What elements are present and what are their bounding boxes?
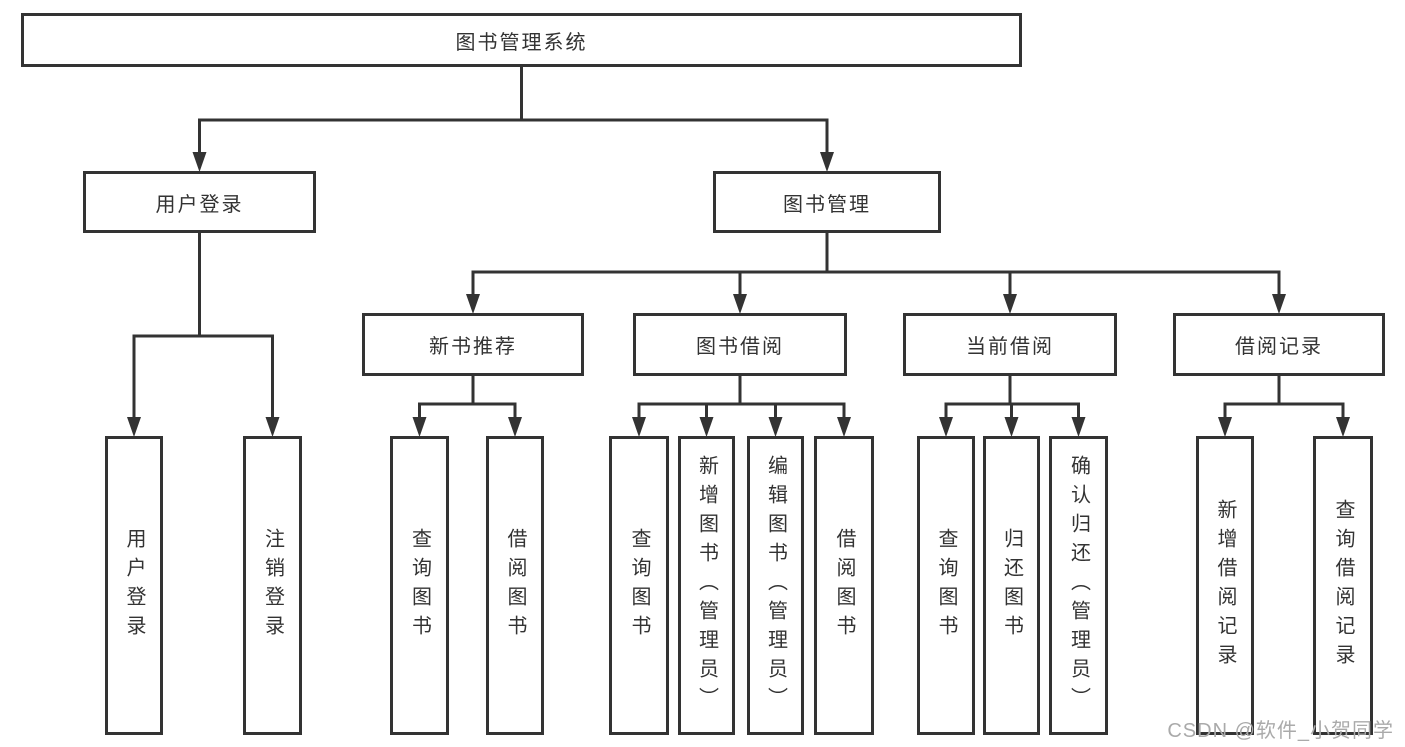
leaf-logout-label: 注销登录 [261,527,284,644]
node-borrow-records-label: 借阅记录 [1235,336,1323,358]
node-current-borrow: 当前借阅 [903,313,1117,376]
node-book-management-label: 图书管理 [783,193,871,216]
leaf-borrow-edit-books-admin: 编辑图书（管理员） [747,436,804,735]
leaf-records-query-borrow-record: 查询借阅记录 [1313,436,1373,735]
leaf-logout: 注销登录 [243,436,302,735]
leaf-recommend-query-books-label: 查询图书 [408,527,431,644]
leaf-borrow-add-books-admin: 新增图书（管理员） [678,436,735,735]
node-user-login: 用户登录 [83,171,316,233]
leaf-records-add-borrow-record-label: 新增借阅记录 [1214,498,1236,673]
leaf-current-confirm-return-admin-label: 确认归还（管理员） [1067,455,1090,716]
leaf-user-login-label: 用户登录 [123,527,145,644]
leaf-current-return-books: 归还图书 [983,436,1040,735]
leaf-borrow-add-books-admin-label: 新增图书（管理员） [695,455,718,716]
node-new-book-recommend-label: 新书推荐 [429,336,517,358]
leaf-current-query-books-label: 查询图书 [935,527,957,644]
node-book-borrow-label: 图书借阅 [696,336,784,358]
leaf-recommend-borrow-books: 借阅图书 [486,436,544,735]
leaf-records-add-borrow-record: 新增借阅记录 [1196,436,1254,735]
leaf-borrow-borrow-books: 借阅图书 [814,436,874,735]
leaf-borrow-borrow-books-label: 借阅图书 [833,527,855,644]
leaf-current-query-books: 查询图书 [917,436,975,735]
leaf-borrow-query-books: 查询图书 [609,436,669,735]
leaf-recommend-borrow-books-label: 借阅图书 [504,527,526,644]
leaf-user-login: 用户登录 [105,436,163,735]
node-book-management: 图书管理 [713,171,941,233]
node-root-label: 图书管理系统 [455,31,588,54]
node-borrow-records: 借阅记录 [1173,313,1385,376]
node-new-book-recommend: 新书推荐 [362,313,584,376]
leaf-current-confirm-return-admin: 确认归还（管理员） [1049,436,1108,735]
leaf-records-query-borrow-record-label: 查询借阅记录 [1332,498,1354,673]
node-user-login-label: 用户登录 [155,193,244,216]
node-book-borrow: 图书借阅 [633,313,847,376]
node-current-borrow-label: 当前借阅 [966,336,1054,358]
leaf-borrow-query-books-label: 查询图书 [628,527,650,644]
csdn-watermark: CSDN @软件_小贺同学 [1167,720,1394,742]
node-root: 图书管理系统 [21,13,1022,67]
leaf-current-return-books-label: 归还图书 [1000,527,1023,644]
leaf-borrow-edit-books-admin-label: 编辑图书（管理员） [764,455,787,716]
leaf-recommend-query-books: 查询图书 [390,436,449,735]
